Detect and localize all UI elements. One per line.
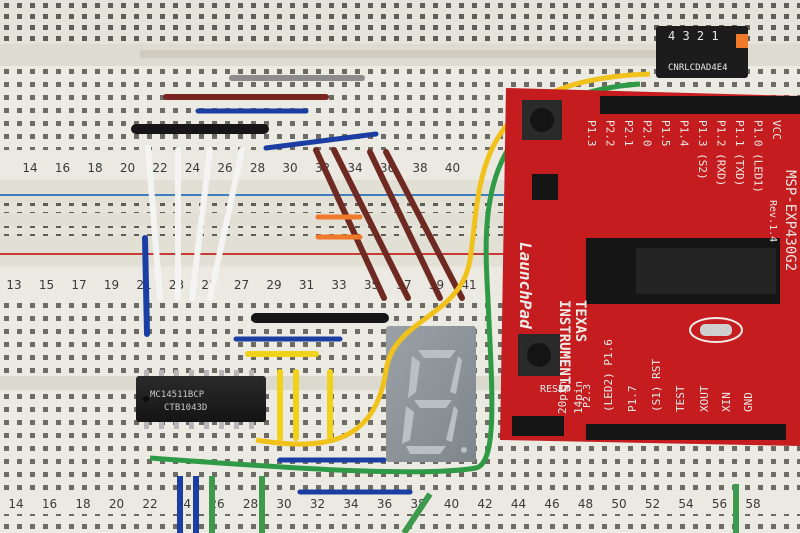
- row-number: 38: [412, 161, 427, 175]
- row-number: 18: [75, 497, 90, 511]
- pin-label: P1.3: [585, 120, 598, 147]
- row-number: 13: [6, 278, 21, 292]
- pin-label: P1.0 (LED1): [752, 120, 765, 193]
- row-number: 22: [142, 497, 157, 511]
- pin-label: VCC: [770, 120, 783, 140]
- row-number: 31: [299, 278, 314, 292]
- label-20pin: 20pin: [556, 381, 569, 414]
- dip-switch-numbers: 4 3 2 1: [668, 29, 719, 43]
- label-p17: P1.7: [626, 386, 639, 413]
- label-xin: XIN: [720, 392, 733, 412]
- pin-label: P1.2 (RXD): [715, 120, 728, 186]
- row-number: 20: [109, 497, 124, 511]
- row-number: 28: [250, 161, 265, 175]
- row-number: 16: [55, 161, 70, 175]
- row-number: 30: [276, 497, 291, 511]
- pin-label: P2.0: [641, 120, 654, 147]
- pin-label: P1.3 (S2): [696, 120, 709, 180]
- row-number: 22: [152, 161, 167, 175]
- row-number: 19: [104, 278, 119, 292]
- row-number: 42: [477, 497, 492, 511]
- chip-pin: [249, 422, 254, 429]
- row-number: 15: [39, 278, 54, 292]
- chip-pin: [204, 370, 209, 377]
- seven-segment-display: [386, 326, 476, 462]
- chip-pin: [144, 422, 149, 429]
- pin-label: P1.4: [678, 120, 691, 147]
- label-gnd: GND: [742, 392, 755, 412]
- chip-pin: [219, 422, 224, 429]
- dip-switch-label: CNRLCDAD4E4: [668, 63, 728, 73]
- label-s1-rst: (S1) RST: [650, 359, 663, 412]
- row-number: 52: [645, 497, 660, 511]
- row-number: 46: [544, 497, 559, 511]
- row-number: 16: [42, 497, 57, 511]
- row-number: 33: [331, 278, 346, 292]
- row-number: 56: [712, 497, 727, 511]
- chip-pin: [174, 422, 179, 429]
- row-number: 24: [185, 161, 200, 175]
- chip-pin: [159, 422, 164, 429]
- label-14pin: 14pin: [572, 381, 585, 414]
- dip-switch: 4 3 2 1 CNRLCDAD4E4: [656, 26, 748, 78]
- chip-pin: [144, 370, 149, 377]
- chip-pin: [174, 370, 179, 377]
- label-p23: P2.3: [582, 384, 593, 408]
- row-number: 28: [243, 497, 258, 511]
- row-number: 14: [22, 161, 37, 175]
- chip-pin: [204, 422, 209, 429]
- chip-pin: [234, 422, 239, 429]
- label-led2: (LED2) P1.6: [602, 339, 615, 412]
- chip-pin: [249, 370, 254, 377]
- row-number: 50: [611, 497, 626, 511]
- row-number: 48: [578, 497, 593, 511]
- row-number: 17: [71, 278, 86, 292]
- ic-chip: MC14511BCP CTB1043D: [136, 370, 266, 429]
- row-number: 54: [678, 497, 693, 511]
- jumper-j5: [532, 174, 558, 200]
- chip-pin: [159, 370, 164, 377]
- launchpad-board: 20pin 14pin RESET (LED2) P1.6 P1.7 (S1) …: [500, 88, 800, 446]
- pin-label: P1.5: [659, 120, 672, 147]
- row-number: 32: [310, 497, 325, 511]
- pin-label: P1.1 (TXD): [733, 120, 746, 186]
- chip-label-line1: MC14511BCP: [150, 390, 205, 400]
- row-number: 18: [87, 161, 102, 175]
- row-number: 36: [377, 497, 392, 511]
- chip-pin: [189, 422, 194, 429]
- row-number: 40: [444, 497, 459, 511]
- chip-pin: [219, 370, 224, 377]
- chip-label-line2: CTB1043D: [164, 403, 207, 413]
- row-number: 34: [347, 161, 362, 175]
- label-xout: XOUT: [698, 385, 711, 412]
- jumper-wires-upper: [131, 75, 465, 337]
- jumper-wires-lower: [177, 313, 739, 533]
- label-reset: RESET: [540, 384, 570, 395]
- row-number: 26: [217, 161, 232, 175]
- launchpad-brand-line2: INSTRUMENTS: [556, 300, 572, 393]
- row-number: 30: [282, 161, 297, 175]
- launchpad-revision: Rev.1.4: [767, 200, 778, 242]
- row-number: 14: [8, 497, 23, 511]
- label-test: TEST: [674, 385, 687, 412]
- row-number: 29: [266, 278, 281, 292]
- row-number: 27: [234, 278, 249, 292]
- row-number: 44: [511, 497, 526, 511]
- row-number: 34: [343, 497, 358, 511]
- pin-label: P2.2: [604, 120, 617, 147]
- launchpad-product: LaunchPad: [516, 242, 535, 329]
- row-number: 58: [745, 497, 760, 511]
- pin-label: P2.1: [622, 120, 635, 147]
- chip-pin: [189, 370, 194, 377]
- row-number: 40: [445, 161, 460, 175]
- rail-line-red: [0, 253, 800, 255]
- row-number: 20: [120, 161, 135, 175]
- rail-line-blue: [0, 194, 800, 196]
- chip-pin: [234, 370, 239, 377]
- launchpad-board-id: MSP-EXP430G2: [782, 170, 798, 271]
- launchpad-brand-line1: TEXAS: [572, 300, 588, 342]
